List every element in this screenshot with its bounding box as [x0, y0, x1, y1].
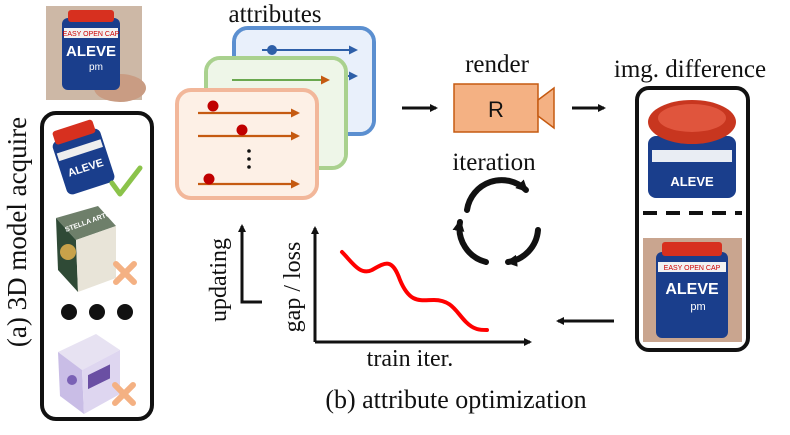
- photo-cap-text: EASY OPEN CAP: [664, 265, 721, 272]
- vertical-ellipsis-icon: [247, 149, 251, 169]
- check-icon: [109, 165, 143, 197]
- easy-open-cap-text: EASY OPEN CAP: [63, 31, 120, 38]
- model-acquire-label: (a) 3D model acquire: [2, 117, 32, 347]
- cycle-arrows-icon: [452, 177, 541, 267]
- candidate-models-panel: [40, 111, 154, 421]
- brand-text: ALEVE: [66, 43, 116, 60]
- attribute-optimization-label: (b) attribute optimization: [325, 385, 586, 414]
- attributes-label: attributes: [228, 1, 321, 28]
- photo-variant-text: pm: [690, 301, 705, 313]
- renderer-letter: R: [488, 97, 504, 122]
- variant-text: pm: [89, 62, 103, 73]
- render-label: render: [465, 51, 530, 78]
- rendered-image: ALEVE: [648, 100, 736, 198]
- gap-loss-label: gap / loss: [280, 242, 306, 333]
- attribute-value-dot: [207, 100, 219, 112]
- candidate-medicine-box: [58, 334, 120, 414]
- photo-brand-text: ALEVE: [665, 281, 719, 298]
- loss-curve: [340, 250, 489, 332]
- attribute-value-dot: [203, 173, 215, 185]
- loss-chart: gap / loss train iter.: [280, 226, 532, 372]
- iteration-label: iteration: [452, 149, 536, 176]
- ellipsis-dots-icon: [61, 304, 133, 320]
- rendered-brand-text: ALEVE: [670, 174, 714, 189]
- cross-icon: [112, 382, 136, 406]
- updating-label: updating: [206, 238, 232, 322]
- updating-arrow: [238, 224, 262, 304]
- camera-icon: [537, 86, 555, 130]
- cross-icon: [113, 261, 137, 285]
- attribute-value-dot: [236, 124, 248, 136]
- attribute-card-orange: [175, 88, 319, 200]
- real-photo: EASY OPEN CAP ALEVE pm: [643, 238, 742, 342]
- reference-photo: EASY OPEN CAP ALEVE pm: [46, 6, 146, 102]
- img-difference-label: img. difference: [614, 56, 766, 83]
- train-iter-label: train iter.: [367, 346, 454, 372]
- candidate-pill-bottle: ALEVE: [52, 119, 115, 195]
- img-difference-panel: [635, 86, 750, 352]
- candidate-beer-box: STELLA ARTOIS: [56, 206, 119, 292]
- renderer-block: R: [453, 83, 555, 133]
